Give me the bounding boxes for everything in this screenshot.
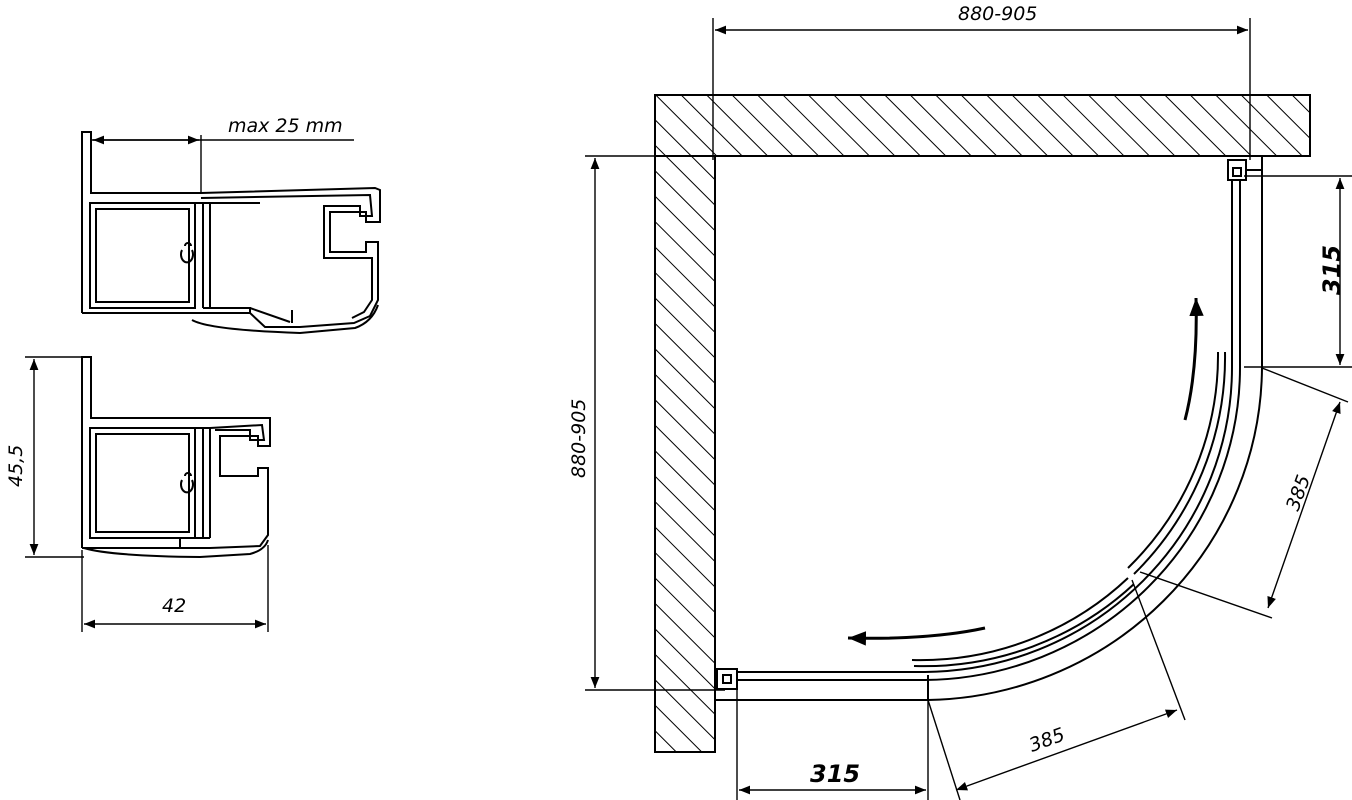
profile-top-detail: max 25 mm bbox=[81, 115, 381, 335]
sliding-profile-top bbox=[191, 186, 381, 335]
curved-frame bbox=[924, 364, 1263, 701]
door-slide-arrow-right bbox=[1183, 297, 1204, 421]
fixed-panel-bottom bbox=[715, 668, 929, 701]
left-depth-label: 880-905 bbox=[568, 399, 590, 478]
dimension-left-depth: 880-905 bbox=[568, 155, 725, 691]
dimension-door-bottom: 385 bbox=[927, 579, 1186, 800]
dimension-height: 45,5 bbox=[5, 356, 84, 558]
wall-left bbox=[654, 95, 716, 753]
dimension-width: 42 bbox=[81, 545, 269, 632]
profile-bottom-detail: 45,5 42 bbox=[5, 356, 271, 632]
sliding-profile-bottom bbox=[82, 417, 271, 559]
width-label: 42 bbox=[162, 595, 186, 617]
sliding-door-right bbox=[1127, 351, 1227, 575]
height-label: 45,5 bbox=[5, 445, 27, 487]
bottom-fixed-label: 315 bbox=[810, 760, 860, 788]
plan-view: 880-905 880-905 bbox=[568, 3, 1352, 800]
dimension-right-fixed: 315 bbox=[1244, 175, 1352, 368]
door-right-label: 385 bbox=[1282, 472, 1315, 514]
sliding-door-bottom bbox=[911, 577, 1135, 668]
top-width-label: 880-905 bbox=[958, 3, 1037, 25]
wall-profile-top bbox=[81, 131, 250, 314]
dimension-door-right: 385 bbox=[1139, 367, 1349, 619]
max-gap-label: max 25 mm bbox=[228, 115, 343, 137]
right-fixed-label: 315 bbox=[1318, 245, 1346, 295]
dimension-max-gap: max 25 mm bbox=[91, 115, 354, 193]
fixed-panel-right bbox=[1227, 156, 1263, 368]
wall-top bbox=[654, 94, 1311, 157]
wall-profile-bottom bbox=[81, 356, 262, 548]
dimension-bottom-fixed: 315 bbox=[736, 690, 929, 800]
dimension-top-width: 880-905 bbox=[712, 3, 1251, 160]
door-slide-arrow-bottom bbox=[847, 626, 986, 646]
